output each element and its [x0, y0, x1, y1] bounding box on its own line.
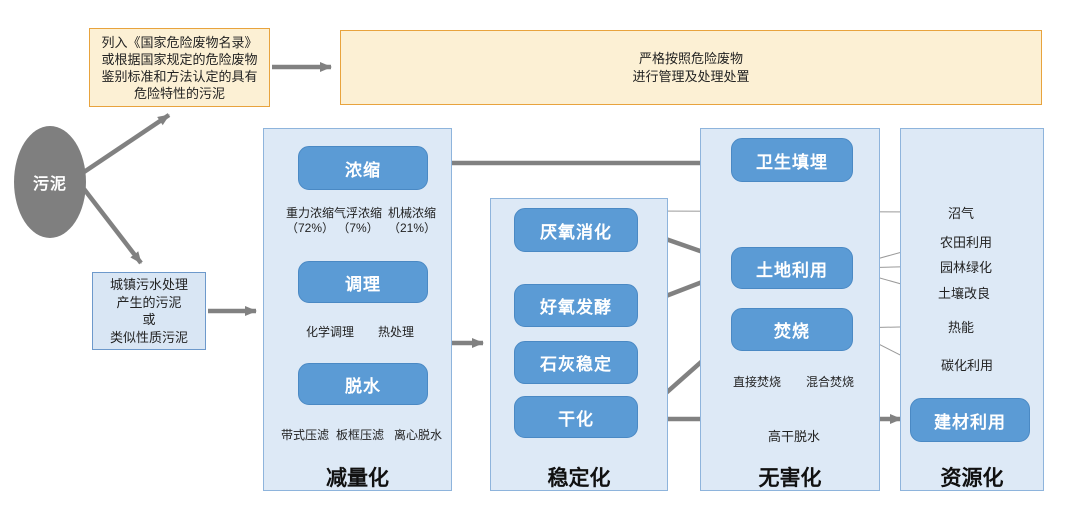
panel-stabilization-title: 稳定化	[547, 467, 611, 490]
resource-item-soil-improvement: 土壤改良	[938, 286, 991, 301]
method-mechanical-concentration: 机械浓缩 （21%）	[387, 206, 437, 235]
method-mixed-incineration: 混合焚烧	[805, 375, 854, 389]
node-land-use: 土地利用	[731, 247, 853, 289]
node-building-material-use-label: 建材利用	[934, 412, 1006, 432]
node-drying: 干化	[514, 396, 638, 438]
node-conditioning: 调理	[298, 261, 428, 303]
node-anaerobic-digestion-label: 厌氧消化	[540, 222, 612, 242]
method-heat-treatment: 热处理	[377, 325, 414, 339]
node-sanitary-landfill: 卫生填埋	[731, 138, 853, 182]
resource-item-biogas: 沼气	[948, 206, 975, 221]
resource-item-carbonization-use: 碳化利用	[941, 358, 994, 373]
hazardous-action-box: 严格按照危险废物 进行管理及处理处置	[340, 30, 1042, 105]
node-lime-stabilization: 石灰稳定	[514, 341, 638, 384]
resource-item-thermal-energy: 热能	[948, 320, 975, 335]
sludge-source-label: 污泥	[32, 176, 67, 193]
method-flotation-concentration: 气浮浓缩 （7%）	[333, 206, 382, 235]
method-plate-frame-press: 板框压滤	[335, 428, 384, 442]
resource-item-landscaping: 园林绿化	[940, 260, 993, 275]
sludge-source-node: 污泥	[14, 126, 86, 238]
method-belt-press: 带式压滤	[280, 428, 329, 442]
node-aerobic-fermentation: 好氧发酵	[514, 284, 638, 327]
municipal-sludge-box: 城镇污水处理 产生的污泥 或 类似性质污泥	[92, 272, 206, 350]
panel-harmless-title: 无害化	[758, 467, 822, 490]
municipal-sludge-text: 城镇污水处理 产生的污泥 或 类似性质污泥	[109, 277, 188, 345]
node-dewatering: 脱水	[298, 363, 428, 405]
method-chemical-conditioning: 化学调理	[305, 325, 354, 339]
node-concentration-label: 浓缩	[345, 160, 381, 180]
node-sanitary-landfill-label: 卫生填埋	[756, 152, 828, 172]
panel-resource-title: 资源化	[940, 467, 1004, 490]
hazardous-criteria-box: 列入《国家危险废物名录》 或根据国家规定的危险废物 鉴别标准和方法认定的具有 危…	[89, 28, 270, 107]
resource-item-farmland-use: 农田利用	[940, 235, 993, 250]
node-conditioning-label: 调理	[345, 274, 381, 294]
node-building-material-use: 建材利用	[910, 398, 1030, 442]
method-gravity-concentration: 重力浓缩 （72%）	[285, 206, 335, 235]
method-direct-incineration: 直接焚烧	[732, 375, 781, 389]
method-centrifugal-dewatering: 离心脱水	[393, 428, 442, 442]
node-land-use-label: 土地利用	[756, 260, 828, 280]
node-incineration-label: 焚烧	[774, 322, 810, 341]
node-lime-stabilization-label: 石灰稳定	[540, 355, 612, 374]
edge-label-high-dry-dewatering: 高干脱水	[767, 429, 820, 444]
hazardous-action-text: 严格按照危险废物 进行管理及处理处置	[632, 50, 750, 84]
node-concentration: 浓缩	[298, 146, 428, 190]
node-incineration: 焚烧	[731, 308, 853, 351]
hazardous-criteria-text: 列入《国家危险废物名录》 或根据国家规定的危险废物 鉴别标准和方法认定的具有 危…	[101, 34, 258, 101]
panel-reduction-title: 减量化	[326, 467, 389, 490]
node-drying-label: 干化	[558, 409, 594, 429]
node-aerobic-fermentation-label: 好氧发酵	[540, 298, 612, 317]
node-anaerobic-digestion: 厌氧消化	[514, 208, 638, 252]
node-dewatering-label: 脱水	[345, 376, 381, 396]
